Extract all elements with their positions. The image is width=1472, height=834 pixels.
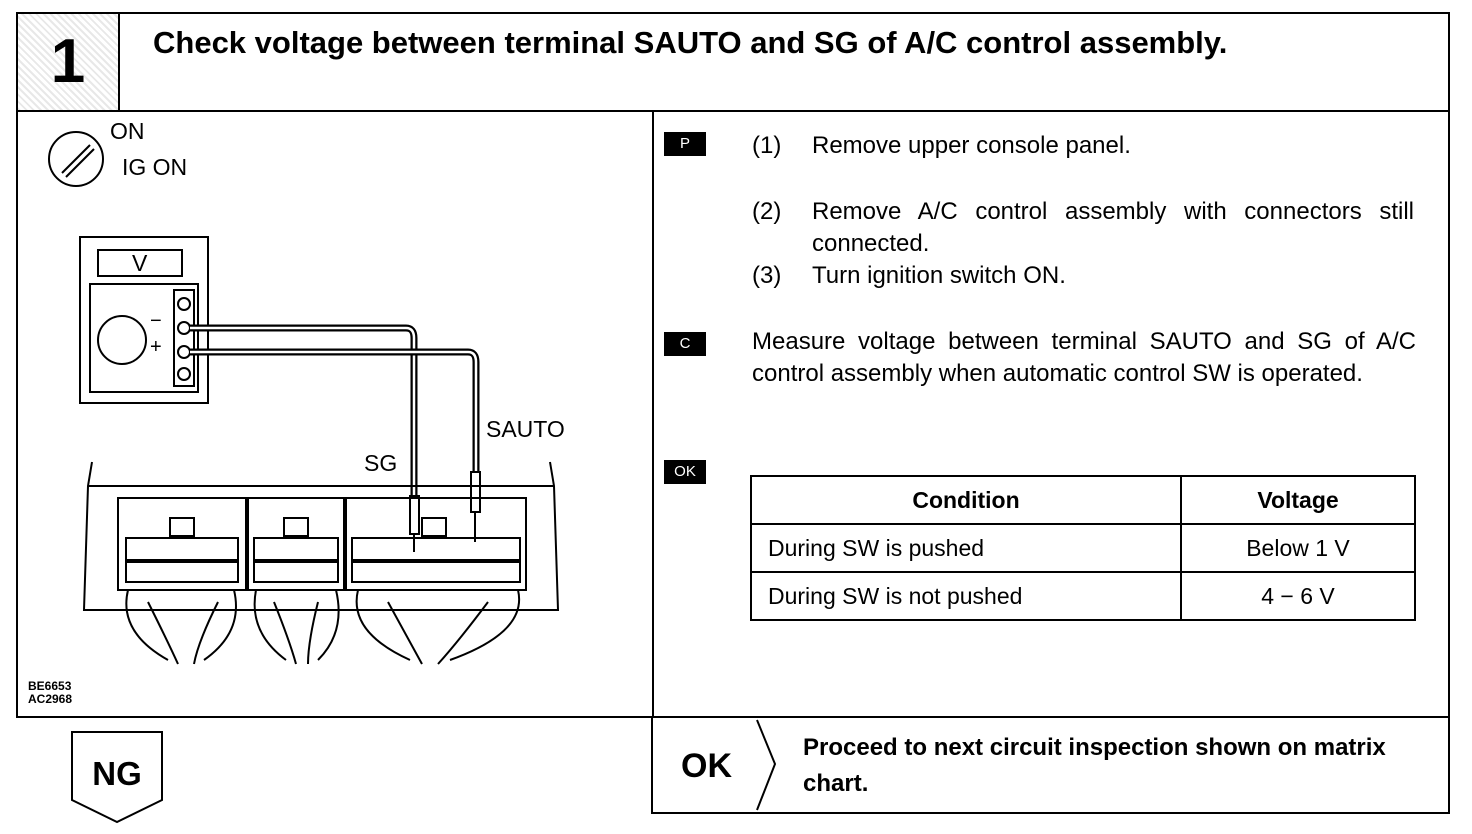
preparation-badge: P [664,132,706,156]
meter-minus-label: − [150,310,162,332]
ignition-ig-on-label: IG ON [122,154,188,180]
ac-control-connector [82,461,560,665]
table-row: During SW is pushed Below 1 V [750,523,1416,573]
figure-code: BE6653 [28,679,72,693]
table-header-condition: Condition [750,475,1182,525]
table-cell-voltage: Below 1 V [1180,523,1416,573]
step-header: 1 Check voltage between terminal SAUTO a… [16,12,1450,112]
table-header-row: Condition Voltage [750,475,1416,525]
table-cell-condition: During SW is pushed [750,523,1182,573]
terminal-sg-label: SG [364,450,398,476]
ignition-switch-icon [48,131,104,187]
check-badge: C [664,332,706,356]
ignition-on-label: ON [110,118,145,144]
table-header-voltage: Voltage [1180,475,1416,525]
ok-label: OK [681,747,732,785]
step-3-text: Turn ignition switch ON. [812,262,1066,289]
step-2-number: (2) [752,198,782,225]
figure-code: AC2968 [28,692,73,706]
step-2-text: Remove A/C control assembly with connect… [812,198,1414,257]
wiring-diagram [48,131,560,665]
wiring-illustration: ON IG ON V − + SG SAUTO BE6653 AC2968 [18,112,652,716]
panel-divider [652,112,654,716]
meter-display-label: V [132,250,148,276]
step-1-number: (1) [752,132,782,159]
table-row: During SW is not pushed 4 − 6 V [750,571,1416,621]
step-number: 1 [50,27,86,96]
terminal-sauto-label: SAUTO [486,416,565,442]
ok-instruction: Proceed to next circuit inspection shown… [803,734,1386,797]
test-leads [190,324,481,552]
step-1-text: Remove upper console panel. [812,132,1131,159]
ng-arrow-icon [71,731,163,824]
measure-text: Measure voltage between terminal SAUTO a… [752,328,1416,387]
inspection-panel: ON IG ON V − + SG SAUTO BE6653 AC2968 P … [16,110,1450,718]
ok-badge: OK [664,460,706,484]
ok-result-box: OK Proceed to next circuit inspection sh… [651,716,1450,814]
meter-plus-label: + [150,336,162,358]
step-title: Check voltage between terminal SAUTO and… [153,25,1228,60]
step-number-box: 1 [18,14,120,110]
ng-label: NG [92,755,142,792]
ok-arrow-icon [756,719,777,811]
voltmeter-icon [79,236,209,404]
voltage-table: Condition Voltage During SW is pushed Be… [750,475,1416,621]
step-3-number: (3) [752,262,782,289]
table-cell-condition: During SW is not pushed [750,571,1182,621]
table-cell-voltage: 4 − 6 V [1180,571,1416,621]
